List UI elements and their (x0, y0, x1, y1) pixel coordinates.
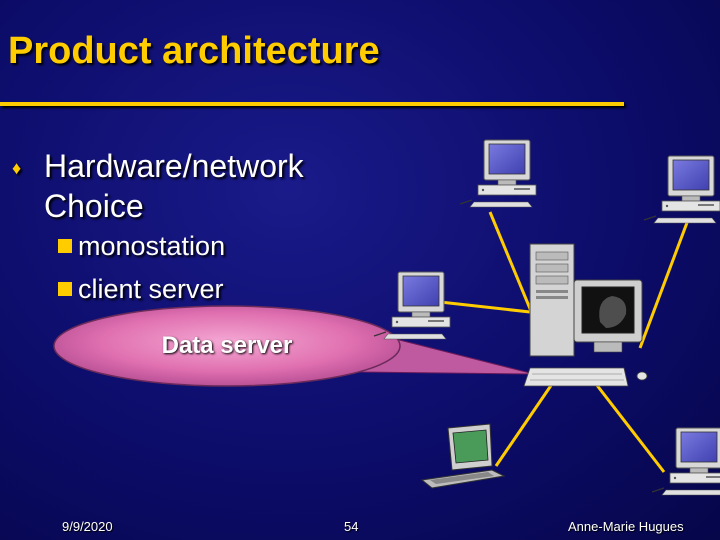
sub-bullet-text: monostation (78, 231, 226, 261)
desktop-computer-icon (651, 427, 720, 496)
data-server-ellipse (53, 305, 401, 387)
main-bullet-text: Hardware/network Choice (44, 148, 304, 224)
laptop-icon (420, 423, 506, 489)
title-underline (0, 102, 624, 106)
desktop-computer-icon (459, 139, 537, 208)
square-bullet-icon (58, 282, 72, 296)
square-bullet-icon (58, 239, 72, 253)
footer-page-number: 54 (344, 519, 359, 534)
desktop-computer-icon (643, 155, 720, 224)
footer-date: 9/9/2020 (62, 519, 113, 534)
sub-bullet-text: client server (78, 274, 224, 304)
sub-bullet-monostation: monostation (58, 230, 225, 262)
footer-author: Anne-Marie Hugues (568, 519, 684, 534)
sub-bullet-client-server: client server (58, 273, 224, 305)
mouse-icon (636, 371, 648, 381)
data-server-callout (53, 305, 535, 387)
keyboard-icon (523, 367, 629, 387)
bullet-diamond-icon: ♦ (12, 158, 22, 178)
data-server-label: Data server (161, 332, 293, 359)
link-top-right (638, 219, 690, 349)
slide-title: Product architecture (8, 30, 380, 72)
link-bottom-right (594, 383, 666, 473)
link-left (439, 300, 531, 314)
link-bottom-left (494, 383, 554, 467)
tower-server-icon (529, 243, 643, 357)
